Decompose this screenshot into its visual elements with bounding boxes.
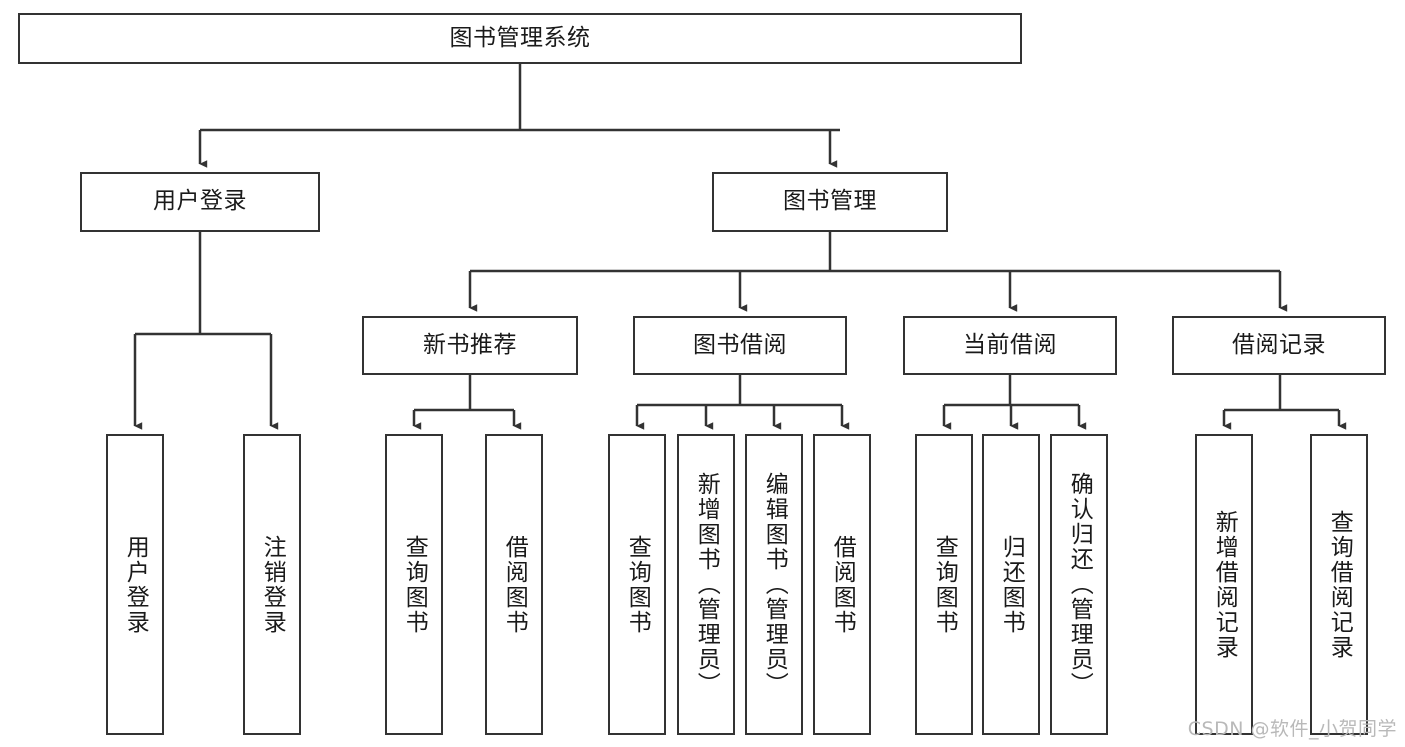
leaf-query-book-borrow[interactable]: 查询图书 <box>608 434 666 735</box>
node-label: 查询图书 <box>624 534 651 635</box>
leaf-logout[interactable]: 注销登录 <box>243 434 301 735</box>
node-borrow-record[interactable]: 借阅记录 <box>1172 316 1386 375</box>
leaf-query-borrow-record[interactable]: 查询借阅记录 <box>1310 434 1368 735</box>
node-label: 新增借阅记录 <box>1211 509 1238 660</box>
node-label: 图书管理系统 <box>449 24 591 51</box>
leaf-query-book-newbook[interactable]: 查询图书 <box>385 434 443 735</box>
leaf-confirm-return-admin[interactable]: 确认归还（管理员） <box>1050 434 1108 735</box>
node-label: 编辑图书（管理员） <box>761 472 788 697</box>
node-new-book-recommend[interactable]: 新书推荐 <box>362 316 578 375</box>
node-label: 借阅记录 <box>1232 331 1326 358</box>
node-label: 新增图书（管理员） <box>693 472 720 697</box>
leaf-borrow-book[interactable]: 借阅图书 <box>813 434 871 735</box>
node-label: 图书管理 <box>783 188 877 215</box>
leaf-query-book-current[interactable]: 查询图书 <box>915 434 973 735</box>
node-label: 当前借阅 <box>963 331 1057 358</box>
leaf-borrow-book-newbook[interactable]: 借阅图书 <box>485 434 543 735</box>
node-label: 归还图书 <box>998 534 1025 635</box>
node-label: 借阅图书 <box>501 534 528 635</box>
node-label: 图书借阅 <box>693 331 787 358</box>
leaf-edit-book-admin[interactable]: 编辑图书（管理员） <box>745 434 803 735</box>
node-current-borrow[interactable]: 当前借阅 <box>903 316 1117 375</box>
node-user-login[interactable]: 用户登录 <box>80 172 320 232</box>
node-label: 注销登录 <box>259 534 286 635</box>
node-label: 新书推荐 <box>423 331 517 358</box>
node-label: 借阅图书 <box>829 534 856 635</box>
leaf-add-book-admin[interactable]: 新增图书（管理员） <box>677 434 735 735</box>
leaf-add-borrow-record[interactable]: 新增借阅记录 <box>1195 434 1253 735</box>
leaf-user-login[interactable]: 用户登录 <box>106 434 164 735</box>
node-label: 查询图书 <box>931 534 958 635</box>
node-label: 用户登录 <box>153 188 247 215</box>
node-book-management-system[interactable]: 图书管理系统 <box>18 13 1022 64</box>
csdn-watermark: CSDN @软件_小贺同学 <box>1187 718 1397 740</box>
node-label: 查询借阅记录 <box>1326 509 1353 660</box>
node-label: 用户登录 <box>122 534 149 635</box>
node-label: 查询图书 <box>401 534 428 635</box>
node-book-management[interactable]: 图书管理 <box>712 172 948 232</box>
node-label: 确认归还（管理员） <box>1066 472 1093 697</box>
node-book-borrow[interactable]: 图书借阅 <box>633 316 847 375</box>
leaf-return-book[interactable]: 归还图书 <box>982 434 1040 735</box>
